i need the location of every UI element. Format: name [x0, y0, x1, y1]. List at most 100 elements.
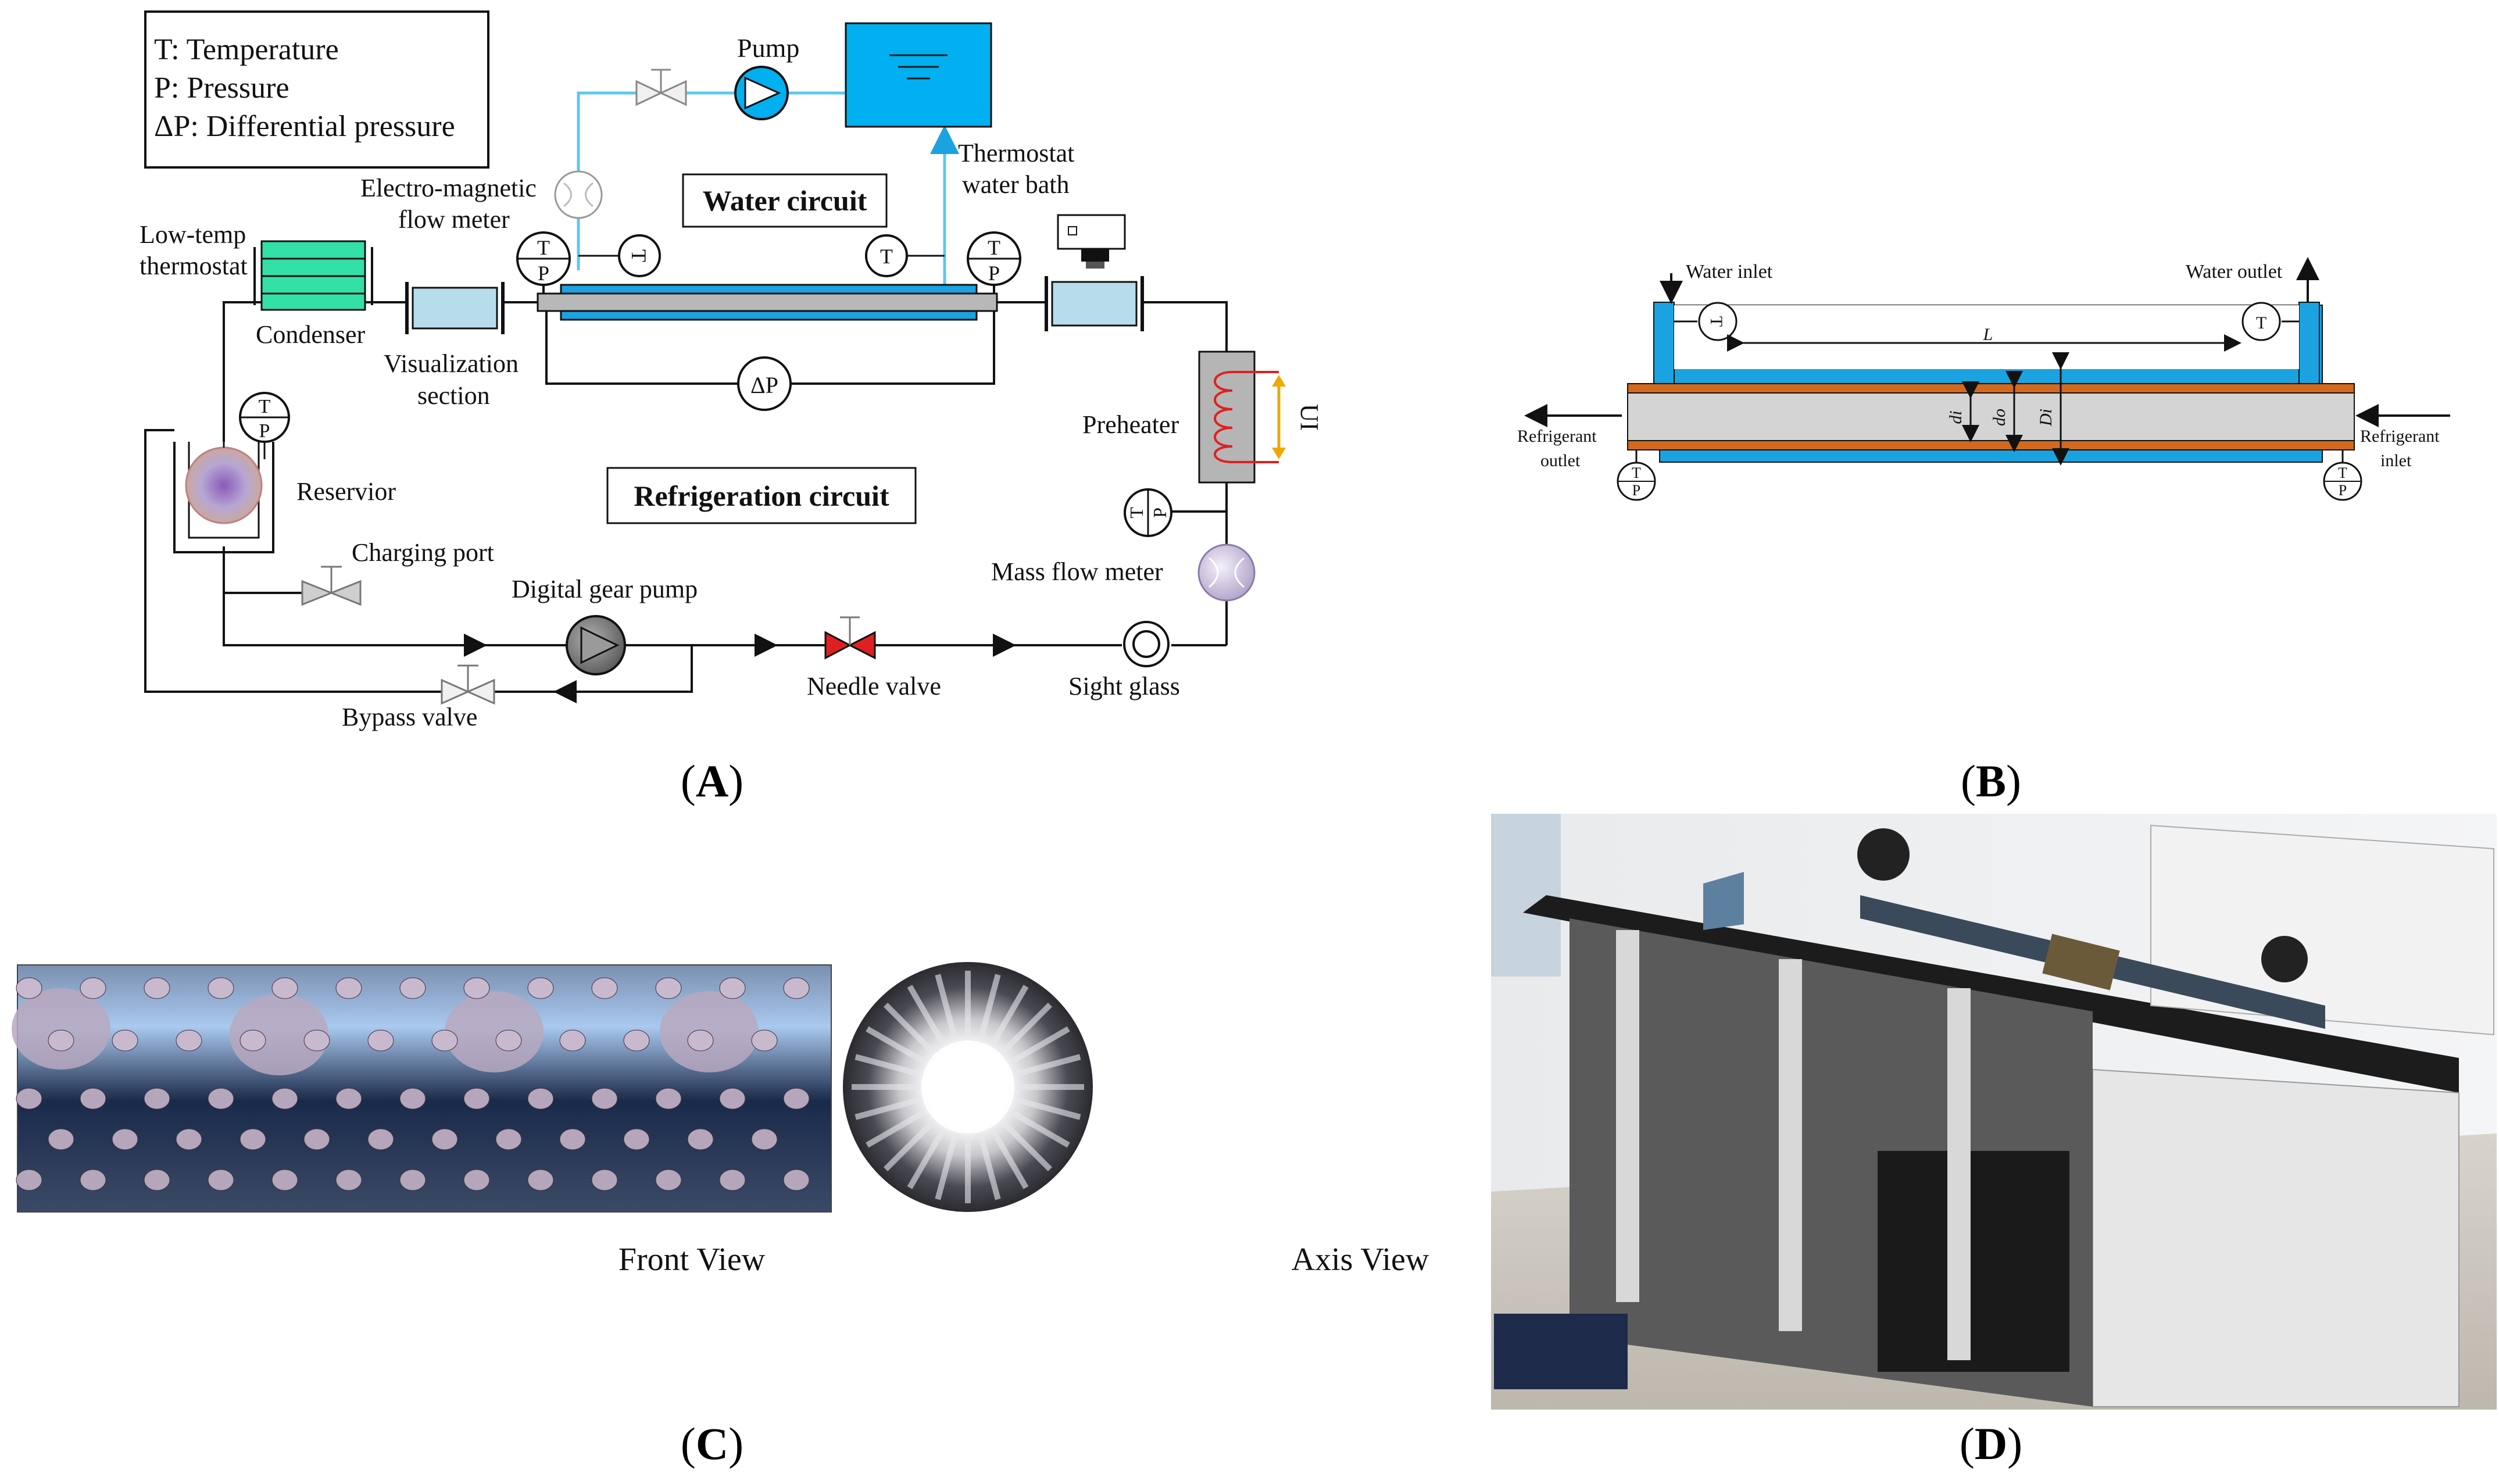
axis-fin — [990, 985, 1029, 1046]
water-circuit-label: Water circuit — [703, 184, 867, 217]
axis-fin — [1009, 1109, 1070, 1148]
svg-text:P: P — [538, 262, 549, 285]
em-flow-meter-label-2: flow meter — [398, 205, 510, 234]
axis-fin — [884, 1120, 935, 1171]
tube-dimple — [591, 977, 618, 999]
water-pump-icon — [734, 66, 789, 120]
em-flow-meter-label-1: Electro-magnetic — [360, 174, 537, 202]
tp-sensor-b-right-icon: T P — [2323, 450, 2362, 501]
front-view-label: Front View — [619, 1242, 766, 1278]
tube-dimple — [399, 1169, 426, 1191]
tube-dimple — [431, 1128, 458, 1150]
tube-dimple — [144, 1169, 170, 1191]
digital-gear-pump-label: Digital gear pump — [512, 575, 698, 603]
preheater-label: Preheater — [1082, 410, 1179, 439]
pump-label: Pump — [737, 33, 799, 63]
t-sensor-b-right-icon: T — [2241, 302, 2299, 341]
visualization-section-left — [363, 282, 538, 334]
tube-dimple — [208, 1169, 234, 1191]
tube-bump — [445, 991, 544, 1072]
laptop — [1703, 872, 1744, 930]
tube-dimple — [463, 1088, 490, 1110]
svg-text:T: T — [627, 249, 650, 262]
tp-sensor-outlet-icon: T P — [967, 231, 1021, 294]
tube-dimple — [783, 1088, 810, 1110]
tube-dimple — [527, 1088, 554, 1110]
refrigerant-outlet-label-1: Refrigerant — [1517, 427, 1597, 446]
tube-dimple — [655, 977, 682, 999]
tube-dimple — [559, 1029, 586, 1052]
panel-c-tube-photos: Front View Axis View (C) — [12, 953, 1429, 1469]
caption-b: (B) — [1961, 756, 2021, 806]
tube-dimple — [208, 1088, 234, 1110]
tube-dimple — [335, 1088, 362, 1110]
tube-dimple — [527, 1169, 554, 1191]
black-box — [1878, 1151, 2069, 1372]
t-sensor-water-inlet-icon: T — [578, 234, 661, 277]
visualization-label-1: Visualization — [384, 349, 519, 378]
tube-dimple — [303, 1128, 330, 1150]
panel-a-schematic: T: Temperature P: Pressure ΔP: Different… — [140, 10, 1324, 806]
bypass-valve-icon — [441, 664, 495, 705]
camera-icon — [1057, 214, 1126, 269]
tp-sensor-reservoir-icon: T P — [239, 392, 290, 459]
length-label: L — [1983, 325, 1993, 344]
tube-dimple — [144, 1088, 170, 1110]
delta-p-sensor-icon: ΔP — [737, 356, 792, 411]
refrigeration-loop-lines — [144, 301, 1228, 693]
do-label: do — [1990, 409, 2009, 426]
em-flow-meter-icon — [554, 170, 603, 219]
flow-arrows — [459, 634, 1016, 703]
reservoir-icon — [173, 442, 274, 553]
axis-fin — [990, 1128, 1029, 1189]
tube-dimple — [367, 1128, 394, 1150]
tube-dimple — [591, 1088, 618, 1110]
svg-text:T: T — [988, 236, 1000, 259]
refrigeration-circuit-box: Refrigeration circuit — [606, 467, 917, 524]
tube-dimple — [176, 1029, 202, 1052]
tube-dimple — [719, 1169, 746, 1191]
water-circuit-box: Water circuit — [682, 173, 888, 228]
tube-dimple — [48, 1128, 74, 1150]
tube-dimple — [751, 1029, 778, 1052]
water-inlet-label: Water inlet — [1686, 261, 1773, 283]
svg-text:P: P — [1149, 507, 1170, 518]
refrigerant-inlet-label-1: Refrigerant — [2360, 427, 2440, 446]
tube-dimple — [495, 1029, 522, 1052]
legend-differential-pressure: ΔP: Differential pressure — [154, 110, 455, 143]
axis-fin — [855, 1054, 921, 1077]
tube-dimple — [623, 1128, 650, 1150]
t-sensor-water-outlet-icon: T — [865, 234, 945, 277]
tp-sensor-inlet-icon: T P — [516, 231, 571, 294]
axis-fin — [978, 1133, 1001, 1200]
tube-dimple — [687, 1128, 714, 1150]
condenser-label: Condenser — [256, 320, 366, 349]
tube-dimples — [12, 977, 810, 1191]
svg-text:T: T — [2338, 464, 2347, 481]
tube-dimple — [208, 977, 234, 999]
svg-text:ΔP: ΔP — [750, 372, 778, 398]
tube-dimple — [176, 1128, 202, 1150]
svg-text:P: P — [259, 420, 270, 442]
reservoir-label: Reservior — [296, 477, 396, 506]
panel-board — [2150, 824, 2494, 1036]
sight-glass-icon — [1123, 621, 1170, 667]
tube-dimple — [80, 977, 106, 999]
front-view-photo — [12, 964, 832, 1213]
sight-glass-label: Sight glass — [1068, 672, 1180, 700]
water-valve-icon — [635, 69, 687, 106]
test-section — [537, 284, 998, 321]
tube-bump — [660, 991, 759, 1072]
tube-dimple — [112, 1029, 138, 1052]
copper-wall-bottom — [1627, 440, 2355, 450]
refrigerant-inlet-label-2: inlet — [2380, 451, 2412, 470]
axis-view-photo — [834, 953, 1102, 1221]
tube-dimple — [783, 977, 810, 999]
tube-dimple — [335, 1169, 362, 1191]
mass-flow-meter-label: Mass flow meter — [991, 557, 1163, 586]
axis-fin — [935, 1133, 958, 1200]
tube-dimple — [16, 1088, 42, 1110]
tube-dimple — [559, 1128, 586, 1150]
tube-dimple — [719, 1088, 746, 1110]
